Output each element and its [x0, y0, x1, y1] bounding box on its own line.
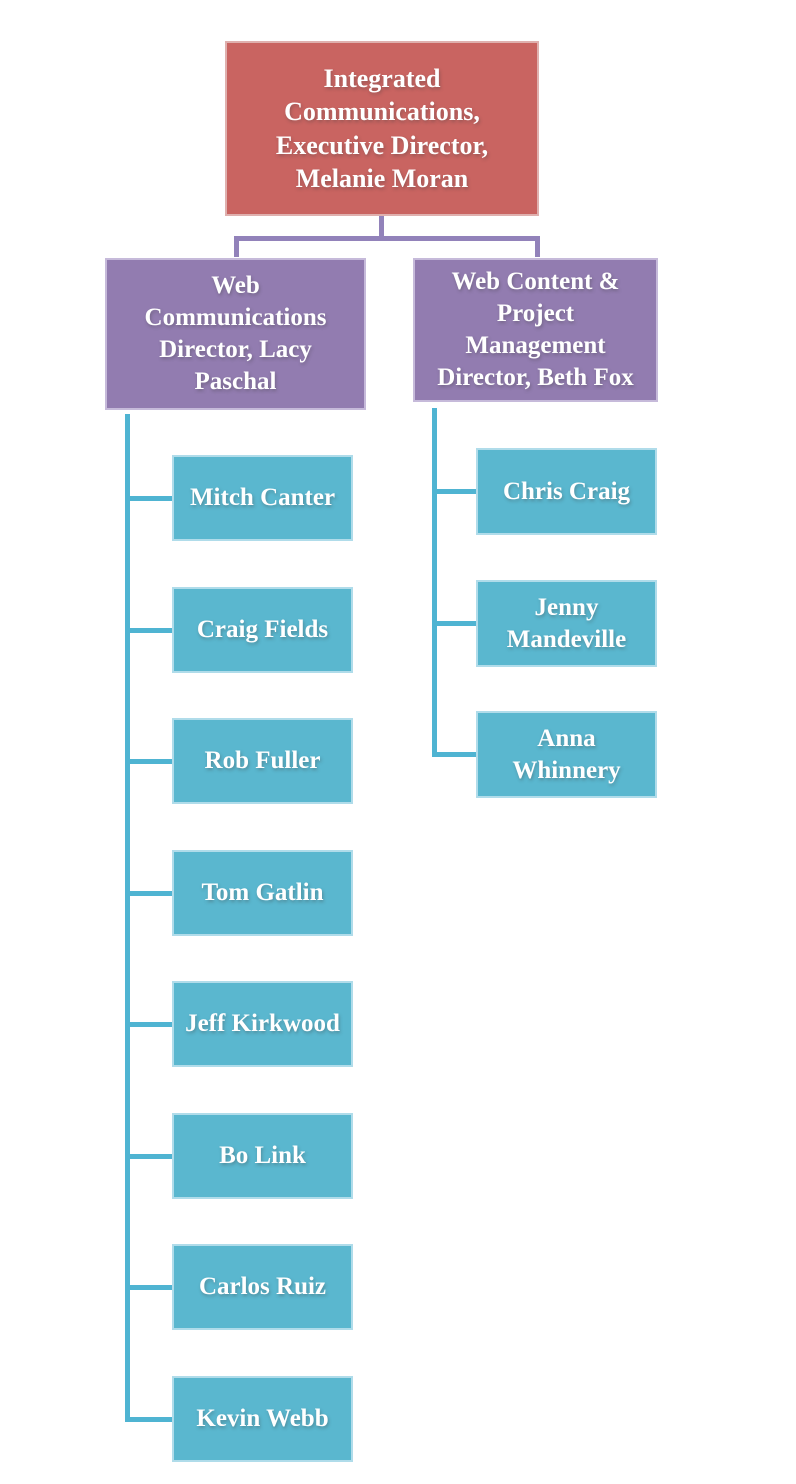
- connector-right-stub-1: [434, 489, 476, 494]
- node-label: Tom Gatlin: [201, 879, 324, 906]
- connector-branch-left-drop: [234, 236, 239, 257]
- node-label: Chris Craig: [502, 477, 631, 505]
- node-chris-craig: Chris Craig: [476, 448, 657, 535]
- node-label: Web Communications Director, Lacy Pascha…: [144, 272, 327, 395]
- node-label: Web Content & Project Management Directo…: [437, 268, 634, 391]
- node-melanie-moran: Integrated Communications, Executive Dir…: [225, 41, 539, 216]
- node-label: Jenny Mandeville: [506, 593, 627, 653]
- connector-left-stub-1: [127, 496, 172, 501]
- connector-right-spine: [432, 408, 437, 757]
- connector-left-stub-3: [127, 759, 172, 764]
- node-label: Craig Fields: [196, 616, 329, 643]
- connector-left-spine: [125, 414, 130, 1422]
- node-craig-fields: Craig Fields: [172, 587, 353, 673]
- connector-branch-right-drop: [535, 236, 540, 257]
- connector-left-stub-4: [127, 891, 172, 896]
- node-label: Rob Fuller: [204, 747, 321, 774]
- node-label: Integrated Communications, Executive Dir…: [275, 63, 489, 193]
- node-label: Jeff Kirkwood: [185, 1010, 340, 1037]
- node-label: Mitch Canter: [189, 484, 336, 511]
- node-label: Bo Link: [219, 1142, 306, 1169]
- node-carlos-ruiz: Carlos Ruiz: [172, 1244, 353, 1330]
- node-jeff-kirkwood: Jeff Kirkwood: [172, 981, 353, 1067]
- node-lacy-paschal: Web Communications Director, Lacy Pascha…: [105, 258, 366, 410]
- node-mitch-canter: Mitch Canter: [172, 455, 353, 541]
- node-label: Kevin Webb: [196, 1405, 329, 1432]
- node-rob-fuller: Rob Fuller: [172, 718, 353, 804]
- node-label: Anna Whinnery: [512, 724, 621, 784]
- node-jenny-mandeville: Jenny Mandeville: [476, 580, 657, 667]
- connector-left-stub-6: [127, 1154, 172, 1159]
- node-tom-gatlin: Tom Gatlin: [172, 850, 353, 936]
- node-bo-link: Bo Link: [172, 1113, 353, 1199]
- connector-left-stub-7: [127, 1285, 172, 1290]
- node-anna-whinnery: Anna Whinnery: [476, 711, 657, 798]
- connector-right-stub-3: [434, 752, 476, 757]
- node-kevin-webb: Kevin Webb: [172, 1376, 353, 1462]
- node-label: Carlos Ruiz: [198, 1273, 327, 1300]
- connector-left-stub-5: [127, 1022, 172, 1027]
- connector-left-stub-2: [127, 628, 172, 633]
- connector-right-stub-2: [434, 621, 476, 626]
- connector-left-stub-8: [127, 1417, 172, 1422]
- connector-root-branch-bar: [234, 236, 540, 241]
- node-beth-fox: Web Content & Project Management Directo…: [413, 258, 658, 402]
- connector-root-stem: [379, 216, 384, 238]
